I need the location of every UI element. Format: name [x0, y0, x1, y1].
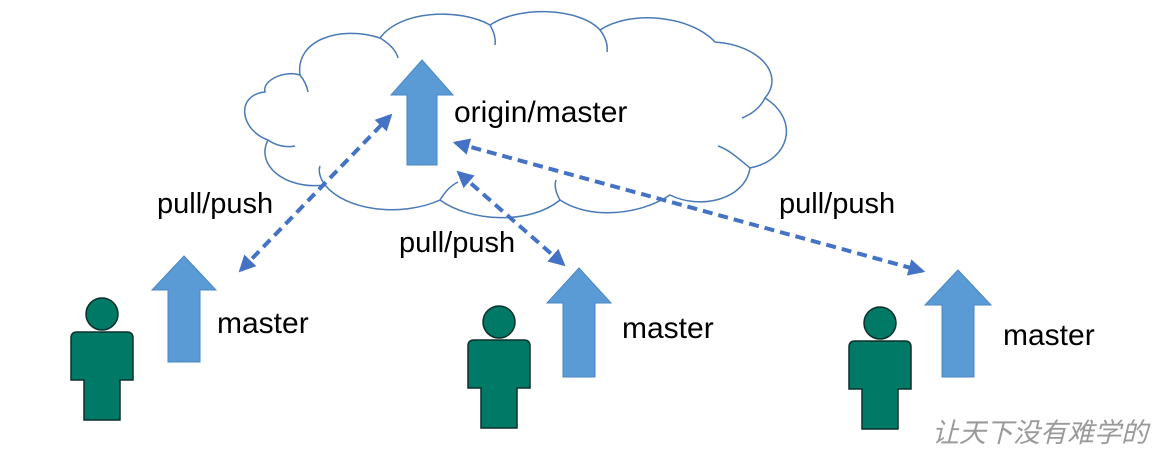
origin-master-label: origin/master [454, 96, 627, 129]
local-master-label: master [622, 312, 714, 345]
person-icon [467, 305, 531, 429]
client-middle: master [467, 267, 714, 429]
local-master-label: master [217, 307, 309, 340]
person-icon [70, 297, 134, 421]
pull-push-links: pull/push pull/push pull/push [157, 113, 926, 276]
local-master-label: master [1003, 319, 1095, 352]
link-label-left: pull/push [157, 188, 273, 220]
link-arrow-right [452, 138, 926, 276]
local-master-arrow-icon [150, 255, 218, 363]
link-label-right: pull/push [779, 188, 895, 220]
local-master-arrow-icon [923, 269, 993, 378]
local-master-arrow-icon [545, 267, 613, 378]
person-icon [848, 306, 912, 430]
remote-branch: origin/master [389, 59, 627, 166]
client-right: master [848, 269, 1095, 430]
origin-master-arrow-icon [389, 59, 455, 166]
client-left: master [70, 255, 309, 421]
link-arrow-left [238, 113, 393, 273]
link-label-middle: pull/push [399, 227, 515, 259]
watermark-text: 让天下没有难学的 [932, 418, 1151, 449]
